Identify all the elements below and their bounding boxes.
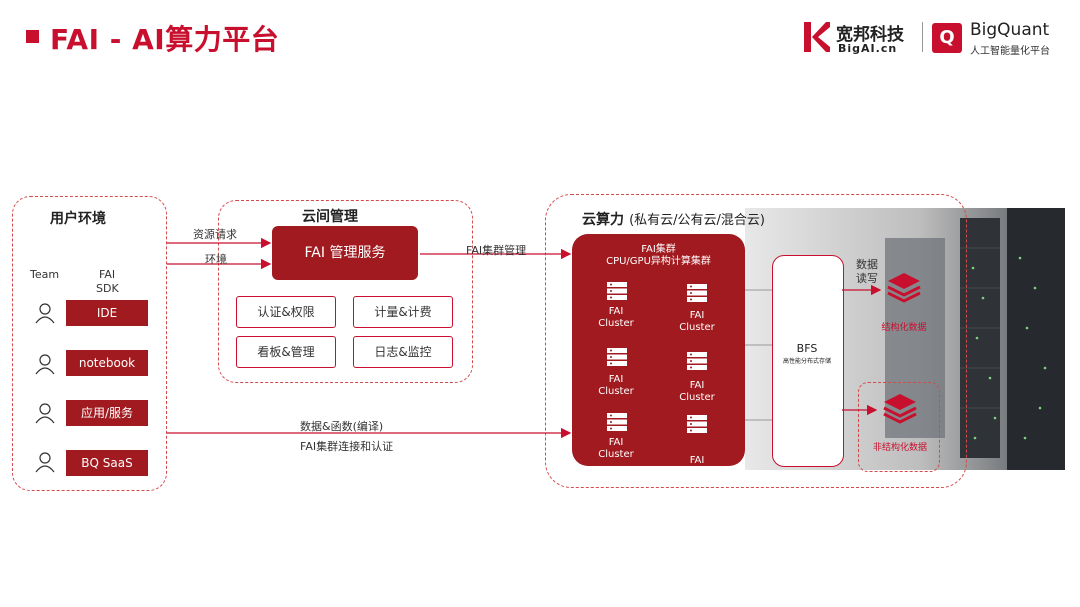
server-icon — [607, 413, 627, 431]
bigai-logo-icon — [804, 22, 830, 52]
server-icon — [687, 284, 707, 302]
unstructured-data-box — [858, 382, 940, 472]
bigquant-logo-subtitle: 人工智能量化平台 — [970, 46, 1050, 57]
cluster-line1: FAI — [689, 310, 705, 321]
cluster-line1: FAI — [608, 374, 624, 385]
fai-cluster-label: FAI — [667, 455, 727, 467]
cloud-compute-title-main: 云算力 — [582, 212, 624, 228]
fai-connect-auth-label: FAI集群连接和认证 — [300, 440, 394, 453]
data-read-write-label-1: 数据 — [856, 258, 878, 271]
layers-stack-icon — [883, 394, 917, 424]
fai-cluster-subheader: CPU/GPU异构计算集群 — [606, 256, 711, 267]
server-icon — [687, 352, 707, 370]
cluster-line2: Cluster — [598, 449, 634, 460]
dashboard-management-box[interactable]: 看板&管理 — [236, 336, 336, 368]
cloud-compute-panel — [545, 194, 967, 488]
cluster-line1: FAI — [608, 306, 624, 317]
environment-label: 环境 — [205, 253, 227, 266]
logo-divider — [922, 22, 923, 52]
cluster-line2: Cluster — [679, 392, 715, 403]
cluster-line1: FAI — [689, 380, 705, 391]
bfs-storage-box[interactable] — [772, 255, 844, 467]
unstructured-data-label: 非结构化数据 — [872, 443, 927, 453]
data-functions-label: 数据&函数(编译) — [300, 420, 384, 433]
cloud-compute-title-sub: (私有云/公有云/混合云) — [629, 213, 765, 228]
team-column-label: Team — [30, 268, 60, 281]
bigquant-logo-icon: Q — [932, 23, 962, 53]
cloud-management-panel — [218, 200, 473, 383]
person-icon — [35, 354, 55, 375]
auth-permission-box[interactable]: 认证&权限 — [236, 296, 336, 328]
ide-box[interactable]: IDE — [66, 300, 148, 326]
fai-column-label: FAI — [99, 268, 116, 281]
log-monitoring-box[interactable]: 日志&监控 — [353, 336, 453, 368]
person-icon — [35, 403, 55, 424]
metering-billing-box[interactable]: 计量&计费 — [353, 296, 453, 328]
fai-cluster-header: FAI集群 — [641, 244, 676, 255]
title-bullet-icon — [26, 30, 39, 43]
cluster-line1: FAI — [608, 437, 624, 448]
cluster-line2: Cluster — [598, 386, 634, 397]
cluster-line2: Cluster — [679, 322, 715, 333]
resource-request-label: 资源请求 — [193, 228, 237, 241]
bq-saas-box[interactable]: BQ SaaS — [66, 450, 148, 476]
notebook-box[interactable]: notebook — [66, 350, 148, 376]
fai-cluster-group — [572, 234, 745, 466]
person-icon — [35, 303, 55, 324]
bigai-logo-name: 宽邦科技 — [836, 25, 904, 45]
bfs-subtitle: 高性能分布式存储 — [782, 358, 831, 365]
server-icon — [607, 282, 627, 300]
fai-cluster-management-label: FAI集群管理 — [466, 244, 527, 257]
cluster-line2: Cluster — [598, 318, 634, 329]
cluster-line1: FAI — [689, 455, 705, 466]
person-icon — [35, 452, 55, 473]
cloud-compute-title: 云算力 (私有云/公有云/混合云) — [582, 209, 765, 229]
user-environment-title: 用户环境 — [50, 211, 106, 227]
sdk-column-label: SDK — [96, 282, 119, 295]
server-icon — [607, 348, 627, 366]
cloud-management-title: 云间管理 — [302, 209, 358, 225]
server-icon — [687, 415, 707, 433]
bigquant-logo-name: BigQuant — [970, 20, 1050, 40]
layers-stack-icon — [887, 273, 921, 303]
data-read-write-label-2: 读写 — [856, 272, 878, 285]
bfs-title: BFS — [796, 342, 818, 355]
bigai-logo-domain: BigAI.cn — [838, 42, 898, 55]
structured-data-label: 结构化数据 — [881, 323, 927, 333]
page-title: FAI - AI算力平台 — [50, 23, 280, 56]
user-environment-panel — [12, 196, 167, 491]
app-service-box[interactable]: 应用/服务 — [66, 400, 148, 426]
fai-management-service-box[interactable]: FAI 管理服务 — [272, 226, 418, 280]
